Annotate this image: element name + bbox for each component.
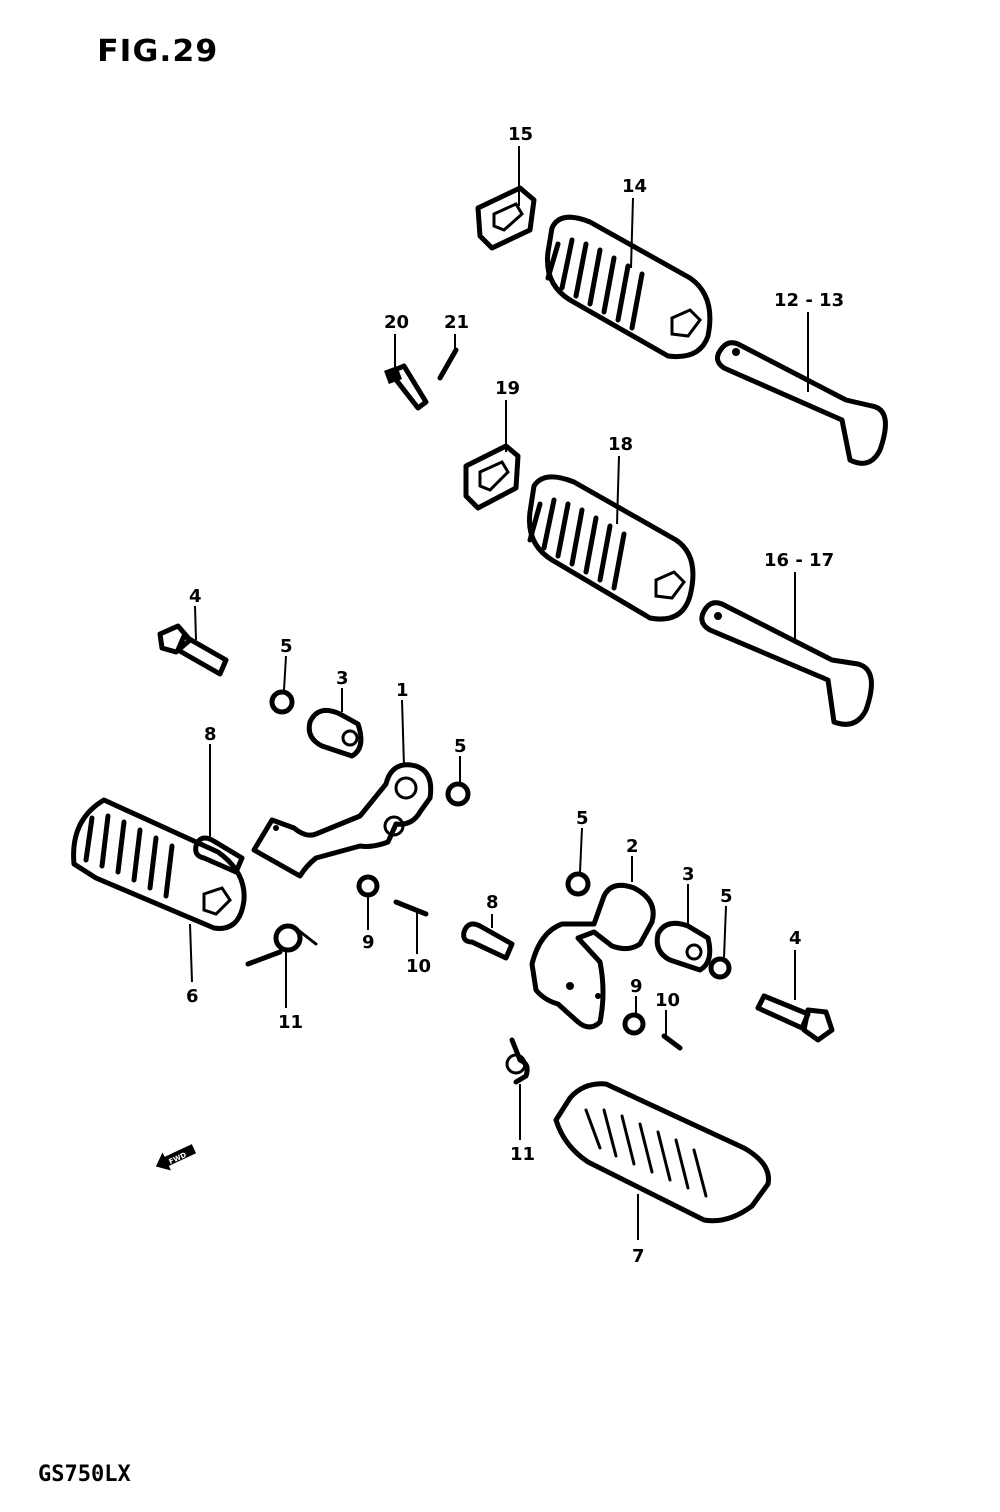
part-5-washer-b	[445, 781, 471, 807]
callout-1: 1	[396, 680, 409, 701]
callout-4-right: 4	[789, 928, 802, 949]
part-8-pin-left	[193, 835, 245, 875]
part-7-footpeg-rubber	[553, 1081, 771, 1224]
callout-9-left: 9	[362, 932, 375, 953]
callout-19: 19	[495, 378, 520, 399]
callout-10-left: 10	[406, 956, 431, 977]
callout-5-a: 5	[280, 636, 293, 657]
callout-9-right: 9	[630, 976, 643, 997]
callout-6: 6	[186, 986, 199, 1007]
part-19-plate	[463, 443, 521, 511]
part-11-spring-left	[245, 923, 318, 967]
callout-8-right: 8	[486, 892, 499, 913]
forward-arrow-icon: FWD	[155, 1144, 197, 1171]
callout-7: 7	[632, 1246, 645, 1267]
part-3-bushing-b	[654, 920, 713, 973]
callout-numbers: 15 14 12 - 13 20 21 19 18 16 - 17 4 5 3 …	[186, 124, 844, 1267]
callout-11-right: 11	[510, 1144, 535, 1165]
part-11-spring-right	[505, 1037, 530, 1085]
part-4-bolt-left	[157, 623, 229, 677]
part-10-cotter-right	[661, 1033, 683, 1051]
callout-16-17: 16 - 17	[764, 550, 834, 571]
callout-3-b: 3	[682, 864, 695, 885]
part-5-washer-a	[269, 689, 295, 715]
callout-5-c: 5	[576, 808, 589, 829]
part-21-cotter-pin	[437, 347, 459, 381]
part-20-bolt	[384, 363, 429, 411]
part-9-washer-left	[356, 874, 380, 898]
leader-lines	[189, 146, 809, 1240]
callout-5-b: 5	[454, 736, 467, 757]
part-9-washer-right	[622, 1012, 646, 1036]
model-code: GS750LX	[38, 1462, 131, 1487]
forward-arrow-label: FWD	[168, 1151, 188, 1166]
part-4-bolt-right	[755, 993, 835, 1043]
callout-18: 18	[608, 434, 633, 455]
part-6-footpeg-rubber	[71, 797, 247, 931]
callout-11-left: 11	[278, 1012, 303, 1033]
part-18-footpeg-rubber	[526, 474, 696, 622]
callout-4-left: 4	[189, 586, 202, 607]
callout-10-right: 10	[655, 990, 680, 1011]
part-5-washer-d	[708, 956, 732, 980]
part-1-footrest-bracket	[251, 762, 434, 879]
part-2-footrest-bracket	[529, 882, 656, 1030]
callout-15: 15	[508, 124, 533, 145]
part-10-cotter-left	[393, 899, 429, 917]
callout-3-a: 3	[336, 668, 349, 689]
part-14-footpeg-rubber	[544, 214, 713, 360]
part-5-washer-c	[565, 871, 591, 897]
part-16-17-pin	[699, 600, 874, 727]
callout-8-left: 8	[204, 724, 217, 745]
callout-14: 14	[622, 176, 647, 197]
part-8-pin-right	[461, 921, 515, 961]
callout-12-13: 12 - 13	[774, 290, 844, 311]
part-3-bushing-a	[306, 707, 364, 759]
callout-21: 21	[444, 312, 469, 333]
part-12-13-pin	[715, 340, 888, 466]
callout-5-d: 5	[720, 886, 733, 907]
callout-20: 20	[384, 312, 409, 333]
part-15-plate	[475, 185, 537, 251]
callout-2: 2	[626, 836, 639, 857]
figure-title: FIG.29	[97, 34, 219, 69]
